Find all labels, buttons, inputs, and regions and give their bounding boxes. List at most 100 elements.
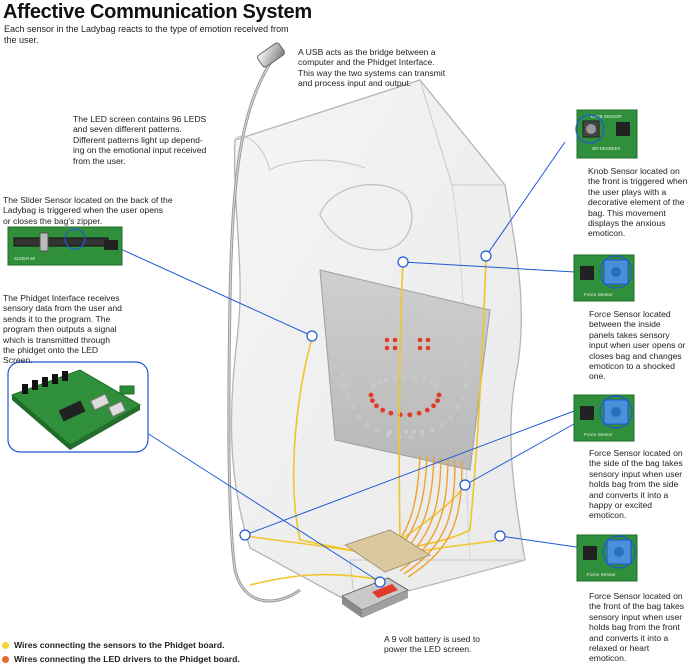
force-sensor-2-annotation: Force Sensor located on the side of the … [589,448,683,521]
led-dot [368,392,374,398]
led-dot [435,398,440,403]
internal-phidget-board [344,529,431,573]
led-dot [380,407,386,413]
led-dot [436,392,442,398]
led-dot [370,398,375,403]
led-dot [388,410,394,416]
page-title: Affective Communication System [3,1,312,23]
led-dot [372,382,377,387]
legend-led-wires: Wires connecting the LED drivers to the … [2,654,240,664]
usb-plug-icon [257,42,285,68]
led-dot [408,311,413,316]
force-board-2-label: Force Sensor [584,432,613,438]
force-sensor-1-annotation: Force Sensor located between the inside … [589,309,686,382]
led-dot [375,317,380,322]
led-dot [425,345,431,351]
led-dot [430,317,435,322]
led-dot [375,322,381,328]
led-dot [384,345,390,351]
led-dot [387,429,393,435]
led-dot [455,340,460,345]
led-dot [407,412,413,418]
led-dot [370,385,376,391]
knob-board-degrees: 300 DEGREES [592,146,621,151]
usb-annotation: A USB acts as the bridge between a compu… [298,47,446,89]
led-dot [357,414,362,419]
led-screen-panel [319,269,491,471]
led-dot [431,403,436,409]
led-dot [350,405,355,410]
led-dot [417,319,423,325]
force-sensor-board-1: Force Sensor [573,254,635,302]
slider-sensor-board: SLIDER 60 [7,226,123,266]
legend-sensor-swatch [2,641,9,649]
led-dot [425,337,431,343]
led-dot [402,375,408,381]
led-dot [412,376,417,381]
led-dot [430,428,435,433]
legend-sensor-label: Wires connecting the sensors to the Phid… [14,640,225,650]
phidget-interface-board [7,361,149,453]
force-sensor-board-2: Force Sensor [573,394,635,442]
led-dot [463,361,468,366]
battery-icon [341,577,409,618]
led-dot [411,429,417,435]
led-dot [448,331,453,336]
led-dot [424,407,430,413]
led-dot [377,380,382,385]
led-dot [345,350,350,355]
led-dot [425,319,431,325]
force-board-3-label: Force Sensor [587,572,616,578]
phidget-interface-annotation: The Phidget Interface receives sensory d… [3,293,122,366]
led-dot [365,323,370,328]
led-dot [385,313,391,318]
led-dot [392,345,398,351]
led-dot [383,319,389,325]
legend-led-label: Wires connecting the LED drivers to the … [14,654,240,664]
callout-lines [91,141,591,583]
led-dot [428,380,433,385]
slider-board-label: SLIDER 60 [14,256,36,261]
led-dot [384,337,390,343]
led-dot [345,395,350,400]
led-dot [419,313,425,318]
led-dot [433,322,439,328]
legend-led-swatch [2,655,9,663]
knob-sensor-annotation: Knob Sensor located on the front is trig… [588,166,688,239]
led-dot [403,429,409,435]
led-dot [384,377,389,382]
led-dot [440,422,445,427]
led-dot [440,323,445,328]
led-dot [375,428,380,433]
page-subtitle: Each sensor in the Ladybag reacts to the… [4,24,289,45]
led-dot [434,385,440,391]
led-dot [460,395,465,400]
led-dot [357,331,362,336]
led-dot [455,405,460,410]
led-dot [417,345,423,351]
knob-board-label: KNOB SENSOR [591,114,622,119]
legend-sensor-wires: Wires connecting the sensors to the Phid… [2,640,225,650]
led-dot [342,361,347,366]
led-dot [416,410,422,416]
led-dot [419,429,425,435]
knob-sensor-board: KNOB SENSOR 300 DEGREES [575,109,638,159]
battery-annotation: A 9 volt battery is used to power the LE… [384,634,481,655]
led-dot [393,376,398,381]
led-dot [342,384,347,389]
led-dot [340,372,346,378]
force-board-1-label: Force Sensor [584,292,613,298]
led-dot [460,350,465,355]
led-dot [365,422,370,427]
led-dot [421,377,426,382]
led-dot [374,403,379,409]
led-screen-annotation: The LED screen contains 96 LEDS and seve… [73,114,207,166]
led-dot [464,372,470,378]
force-sensor-board-3: Force Sensor [576,534,638,582]
led-dot [392,337,398,343]
led-dot [433,382,438,387]
slider-sensor-annotation: The Slider Sensor located on the back of… [3,195,173,226]
led-dot [391,319,397,325]
led-dot [350,340,355,345]
